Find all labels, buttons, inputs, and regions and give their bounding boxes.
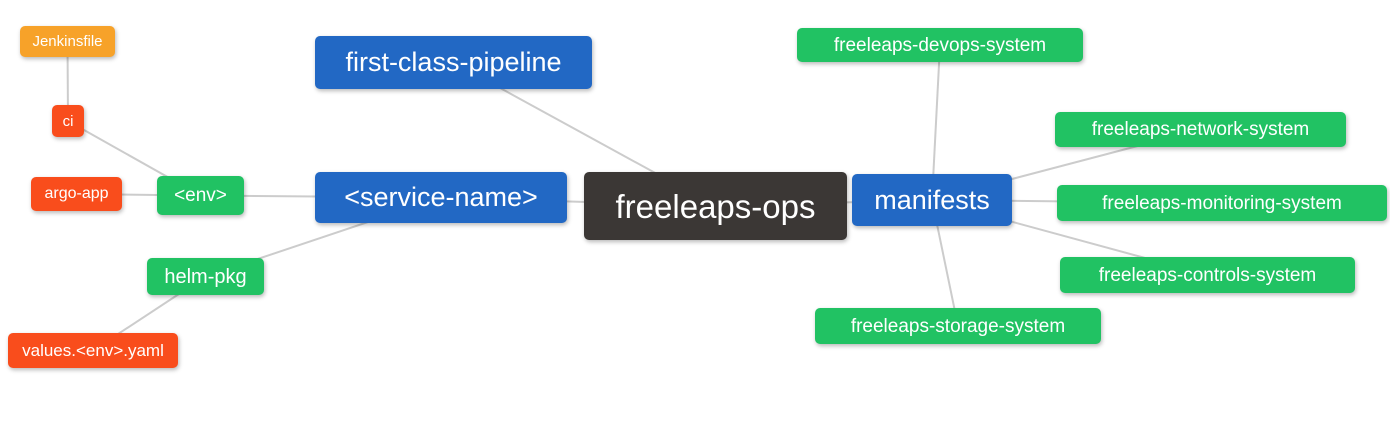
node-label: freeleaps-storage-system bbox=[850, 315, 1066, 337]
mindmap-node-storage-system[interactable]: freeleaps-storage-system bbox=[815, 308, 1101, 344]
node-label: freeleaps-controls-system bbox=[1098, 264, 1317, 286]
mindmap-node-controls-system[interactable]: freeleaps-controls-system bbox=[1060, 257, 1355, 293]
node-label: freeleaps-ops bbox=[615, 187, 816, 225]
mindmap-node-ci[interactable]: ci bbox=[52, 105, 84, 137]
node-label: first-class-pipeline bbox=[345, 47, 562, 77]
mindmap-node-service-name[interactable]: <service-name> bbox=[315, 172, 567, 223]
mindmap-node-network-system[interactable]: freeleaps-network-system bbox=[1055, 112, 1346, 147]
node-label: helm-pkg bbox=[164, 265, 247, 288]
node-label: freeleaps-network-system bbox=[1091, 119, 1310, 140]
node-label: ci bbox=[62, 112, 74, 130]
mindmap-node-argo-app[interactable]: argo-app bbox=[31, 177, 122, 211]
node-label: <env> bbox=[174, 185, 227, 206]
mindmap-node-first-class-pipeline[interactable]: first-class-pipeline bbox=[315, 36, 592, 89]
node-label: freeleaps-devops-system bbox=[833, 34, 1047, 56]
node-label: argo-app bbox=[44, 185, 109, 202]
mindmap-node-freeleaps-ops[interactable]: freeleaps-ops bbox=[584, 172, 847, 240]
mindmap-node-helm-pkg[interactable]: helm-pkg bbox=[147, 258, 264, 295]
node-label: <service-name> bbox=[344, 182, 538, 212]
node-label: freeleaps-monitoring-system bbox=[1102, 192, 1342, 214]
mindmap-node-env[interactable]: <env> bbox=[157, 176, 244, 215]
mindmap-node-values-env-yaml[interactable]: values.<env>.yaml bbox=[8, 333, 178, 368]
mindmap-node-jenkinsfile[interactable]: Jenkinsfile bbox=[20, 26, 115, 57]
mindmap-node-manifests[interactable]: manifests bbox=[852, 174, 1012, 226]
mindmap-node-devops-system[interactable]: freeleaps-devops-system bbox=[797, 28, 1083, 62]
node-label: manifests bbox=[874, 184, 990, 215]
mindmap-node-monitoring-system[interactable]: freeleaps-monitoring-system bbox=[1057, 185, 1387, 221]
node-label: values.<env>.yaml bbox=[22, 341, 164, 360]
node-label: Jenkinsfile bbox=[32, 33, 103, 50]
